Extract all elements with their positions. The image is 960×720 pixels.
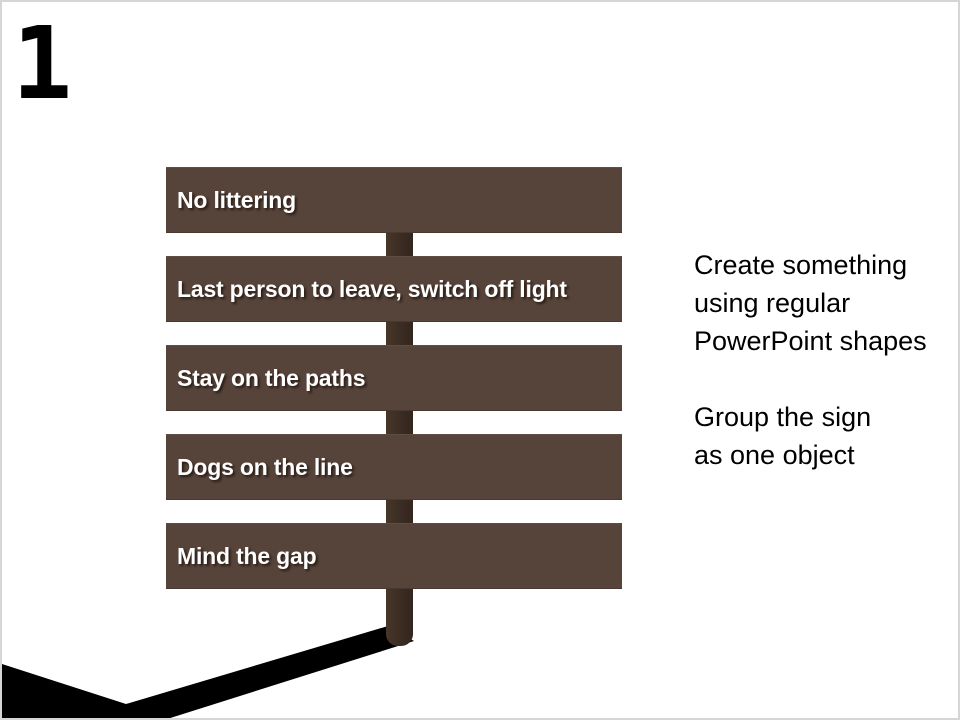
sign-plank-dogs-on-line: Dogs on the line (166, 434, 622, 500)
plank-label: No littering (177, 186, 296, 213)
instruction-line: PowerPoint shapes (694, 326, 927, 356)
instruction-line: Group the sign (694, 402, 872, 432)
instruction-line: using regular (694, 288, 851, 318)
instructions-text: Create something using regular PowerPoin… (694, 246, 952, 474)
plank-label: Dogs on the line (177, 453, 353, 480)
instruction-line: Create something (694, 250, 908, 280)
instructions-paragraph-1: Create something using regular PowerPoin… (694, 246, 952, 360)
instruction-line: as one object (694, 440, 855, 470)
slide-number: 1 (12, 5, 73, 122)
plank-label: Last person to leave, switch off light (177, 275, 567, 302)
plank-label: Mind the gap (177, 542, 317, 569)
shadow-polygon (2, 626, 414, 718)
sign-plank-mind-the-gap: Mind the gap (166, 523, 622, 589)
sign-plank-last-person: Last person to leave, switch off light (166, 256, 622, 322)
sign-plank-stay-on-paths: Stay on the paths (166, 345, 622, 411)
instructions-paragraph-2: Group the sign as one object (694, 398, 952, 474)
sign-plank-no-littering: No littering (166, 167, 622, 233)
plank-label: Stay on the paths (177, 364, 366, 391)
